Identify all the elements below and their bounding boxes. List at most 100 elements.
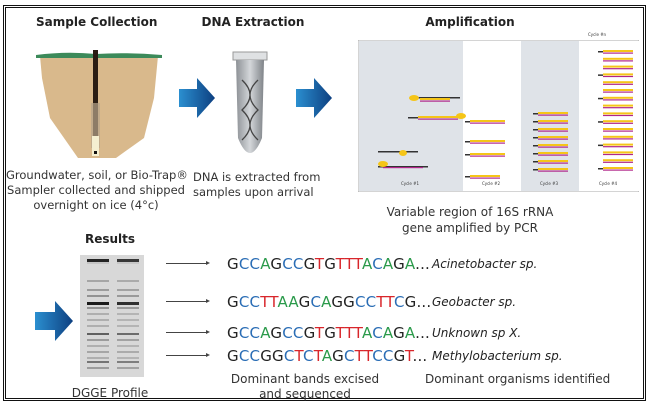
- template-strand: [378, 151, 418, 153]
- cycle-column: [521, 41, 579, 191]
- dna-strand: [470, 120, 505, 122]
- gel-band: [87, 361, 109, 363]
- dna-strand: [603, 83, 633, 85]
- caption-line: DNA is extracted from: [193, 170, 321, 184]
- template-strand: [598, 168, 603, 170]
- organism-name: Methylobacterium sp.: [432, 349, 563, 363]
- gel-band: [117, 351, 139, 353]
- caption-line: Variable region of 16S rRNA: [386, 205, 554, 219]
- dna-strand: [603, 114, 633, 117]
- band-pointer-arrow: [166, 299, 210, 303]
- dna-strand: [603, 159, 633, 162]
- dna-extraction-caption: DNA is extracted from samples upon arriv…: [193, 170, 321, 200]
- gel-band: [87, 313, 109, 315]
- gel-band: [117, 289, 139, 291]
- gel-band: [87, 351, 109, 353]
- gel-band: [117, 361, 139, 363]
- dna-strand: [603, 65, 633, 68]
- gel-band: [87, 339, 109, 341]
- dna-strand: [603, 91, 633, 93]
- template-strand: [465, 176, 470, 178]
- dna-sequence: GCCGGCTCTAGCTTCCGT...: [227, 347, 427, 365]
- dna-strand: [603, 161, 633, 163]
- template-strand: [533, 153, 538, 155]
- sample-collection-caption: Groundwater, soil, or Bio-Trap® Sampler …: [6, 168, 188, 213]
- sequence-bases: GCCTTAAGCAGGCCTTCG: [227, 293, 417, 311]
- dna-strand: [603, 96, 633, 99]
- dna-strand: [603, 146, 633, 148]
- caption-line: gene amplified by PCR: [402, 221, 538, 235]
- dgge-profile-label: DGGE Profile: [71, 386, 149, 400]
- dna-strand: [603, 169, 633, 171]
- dna-strand: [603, 68, 633, 70]
- template-strand: [533, 121, 538, 123]
- dna-strand: [603, 73, 633, 76]
- dna-strand: [603, 89, 633, 91]
- caption-line: Dominant bands excised: [230, 372, 380, 386]
- dna-strand: [603, 107, 633, 109]
- dna-strand: [603, 130, 633, 132]
- cycle-label: Cycle #3: [540, 181, 559, 186]
- template-strand: [465, 154, 470, 156]
- template-strand: [598, 144, 603, 147]
- dna-strand: [603, 52, 633, 54]
- dna-strand: [603, 104, 633, 107]
- sequence-ellipsis: ...: [415, 324, 431, 342]
- cycle-label: Cycle #2: [482, 181, 501, 186]
- organism-name: Geobacter sp.: [432, 295, 517, 309]
- gel-band: [87, 295, 109, 297]
- dna-strand: [538, 114, 568, 116]
- tube-dna-illustration: [232, 51, 268, 153]
- dna-strand: [538, 160, 568, 162]
- template-strand: [465, 141, 470, 143]
- dna-strand: [420, 98, 450, 100]
- template-strand: [410, 97, 460, 99]
- gel-band: [87, 333, 109, 335]
- dna-strand: [418, 118, 458, 120]
- template-strand: [533, 129, 538, 131]
- dna-strand: [538, 162, 568, 164]
- cycle-label: Cycle #1: [401, 181, 420, 186]
- dna-strand: [538, 138, 568, 140]
- gel-band: [117, 307, 139, 309]
- sequence-ellipsis: ...: [412, 347, 428, 365]
- gel-band: [87, 357, 109, 359]
- sequence-bases: GCCAGCCGTGTTTACAGA: [227, 255, 416, 273]
- dna-extraction-title: DNA Extraction: [201, 15, 305, 29]
- dna-strand: [538, 130, 568, 132]
- dna-sequence: GCCTTAAGCAGGCCTTCG...: [227, 293, 431, 311]
- template-strand: [533, 113, 538, 115]
- dna-strand: [603, 120, 633, 123]
- gel-band: [87, 302, 109, 305]
- sequence-ellipsis: ...: [416, 293, 432, 311]
- gel-band: [117, 345, 139, 347]
- gel-band: [117, 262, 139, 264]
- gel-band: [117, 319, 139, 321]
- gel-band: [117, 367, 139, 369]
- soil-well-illustration: [36, 50, 162, 158]
- dna-strand: [603, 143, 633, 146]
- dna-strand: [470, 122, 505, 124]
- amplification-caption: Variable region of 16S rRNA gene amplifi…: [380, 204, 560, 236]
- template-strand: [533, 137, 538, 139]
- cycle-n-label: Cycle #n: [588, 32, 607, 37]
- dna-strand: [538, 136, 568, 138]
- template-strand: [465, 121, 470, 123]
- dna-strand: [603, 81, 633, 84]
- template-strand: [533, 169, 538, 171]
- dna-strand: [538, 112, 568, 114]
- dna-strand: [538, 122, 568, 124]
- results-title: Results: [84, 232, 136, 246]
- template-strand: [533, 145, 538, 147]
- template-strand: [598, 121, 603, 123]
- template-strand: [598, 74, 603, 76]
- band-pointer-arrow: [166, 353, 210, 357]
- dna-strand: [470, 155, 505, 157]
- dna-strand: [603, 57, 633, 60]
- amplification-title: Amplification: [425, 15, 515, 29]
- dna-strand: [418, 116, 458, 118]
- dna-strand: [420, 100, 450, 102]
- caption-line: Sampler collected and shipped: [7, 183, 185, 197]
- dna-strand: [603, 167, 633, 169]
